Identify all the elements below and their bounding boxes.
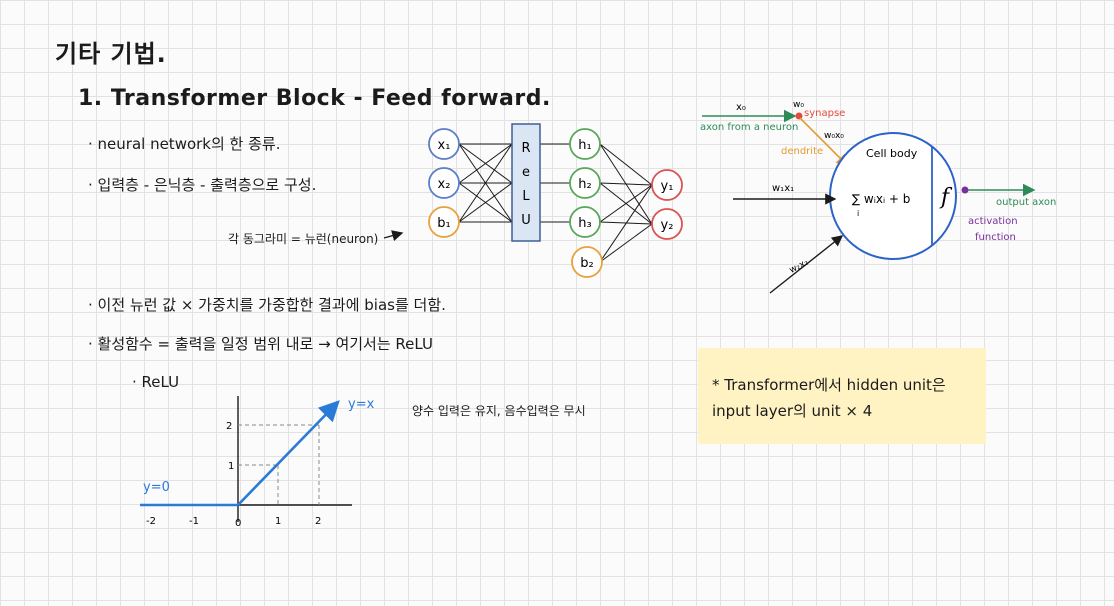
bullet-layers: · 입력층 - 은닉층 - 출력층으로 구성.: [88, 176, 317, 194]
svg-text:h₂: h₂: [578, 177, 591, 192]
svg-text:b₂: b₂: [580, 256, 593, 271]
svg-text:h₃: h₃: [578, 216, 591, 231]
w0x0-label: w₀x₀: [824, 131, 844, 141]
w0-label: w₀: [793, 100, 804, 110]
input-neuron-x2: x₂: [428, 167, 460, 199]
axon-from-label: axon from a neuron: [700, 122, 798, 133]
y-tick-2: 2: [226, 421, 232, 432]
svg-text:R: R: [521, 141, 530, 156]
bullet-relu: · ReLU: [132, 373, 180, 391]
svg-text:y₁: y₁: [661, 179, 674, 194]
svg-text:L: L: [522, 189, 530, 204]
svg-text:b₁: b₁: [437, 216, 450, 231]
page-heading: 기타 기법.: [55, 40, 167, 68]
cell-body-label: Cell body: [866, 147, 918, 160]
bullet-neural-network: · neural network의 한 종류.: [88, 135, 281, 153]
w2x2-label: w₂x₂: [788, 257, 811, 275]
relu-linear-segment: [237, 400, 340, 506]
yx-label: y=x: [348, 397, 375, 412]
bullet-activation: · 활성함수 = 출력을 일정 범위 내로 → 여기서는 ReLU: [88, 335, 433, 353]
bias-neuron-b2: b₂: [571, 246, 603, 278]
neuron-circle-note: 각 동그라미 = 뉴런(neuron): [228, 232, 379, 246]
hidden-neuron-h1: h₁: [569, 128, 601, 160]
x-tick-1: 1: [275, 516, 281, 527]
svg-text:y₂: y₂: [661, 218, 674, 233]
x-tick-2: 2: [315, 516, 321, 527]
relu-description: 양수 입력은 유지, 음수입력은 무시: [412, 404, 586, 418]
synapse-label: synapse: [804, 108, 845, 119]
bullet-weighted-sum: · 이전 뉴런 값 × 가중치를 가중합한 결과에 bias를 더함.: [88, 296, 446, 314]
activation-label: activation: [968, 216, 1018, 227]
output-neuron-y1: y₁: [651, 169, 683, 201]
sum-index: i: [857, 209, 859, 218]
note-line-2: input layer의 unit × 4: [712, 402, 873, 420]
w1x1-label: w₁x₁: [772, 183, 794, 194]
function-label: function: [975, 232, 1016, 243]
section-title: 1. Transformer Block - Feed forward.: [78, 86, 551, 111]
relu-layer-box: R e L U: [511, 123, 541, 242]
sum-formula: ∑ wᵢxᵢ + b: [852, 192, 910, 206]
y0-label: y=0: [143, 480, 170, 495]
x-tick-neg1: -1: [189, 516, 199, 527]
x-tick-0: 0: [235, 518, 241, 529]
neuron-diagram: x₀ axon from a neuron w₀ synapse w₀x₀ de…: [700, 100, 1056, 294]
bias-neuron-b1: b₁: [428, 206, 460, 238]
svg-text:U: U: [521, 213, 531, 228]
note-box: * Transformer에서 hidden unit은 input layer…: [698, 348, 986, 444]
y-tick-1: 1: [228, 461, 234, 472]
relu-graph: y=x y=0 2 1 -2 -1 0 1 2: [140, 396, 375, 529]
input-neuron-x1: x₁: [428, 128, 460, 160]
w2x2-arrow: [769, 235, 844, 294]
neuron-note-arrow: [383, 230, 404, 242]
x0-label: x₀: [736, 102, 746, 113]
dendrite-label: dendrite: [781, 146, 823, 157]
svg-text:h₁: h₁: [578, 138, 591, 153]
network-connections: [458, 143, 653, 263]
note-line-1: * Transformer에서 hidden unit은: [712, 376, 946, 394]
svg-text:x₂: x₂: [438, 177, 451, 192]
output-axon-label: output axon: [996, 197, 1056, 208]
hidden-neuron-h2: h₂: [569, 167, 601, 199]
activation-dot: [961, 186, 969, 194]
output-neuron-y2: y₂: [651, 208, 683, 240]
svg-text:e: e: [522, 165, 530, 180]
dendrite-arrow: [799, 117, 850, 168]
hidden-neuron-h3: h₃: [569, 206, 601, 238]
x-tick-neg2: -2: [146, 516, 156, 527]
svg-text:x₁: x₁: [438, 138, 451, 153]
